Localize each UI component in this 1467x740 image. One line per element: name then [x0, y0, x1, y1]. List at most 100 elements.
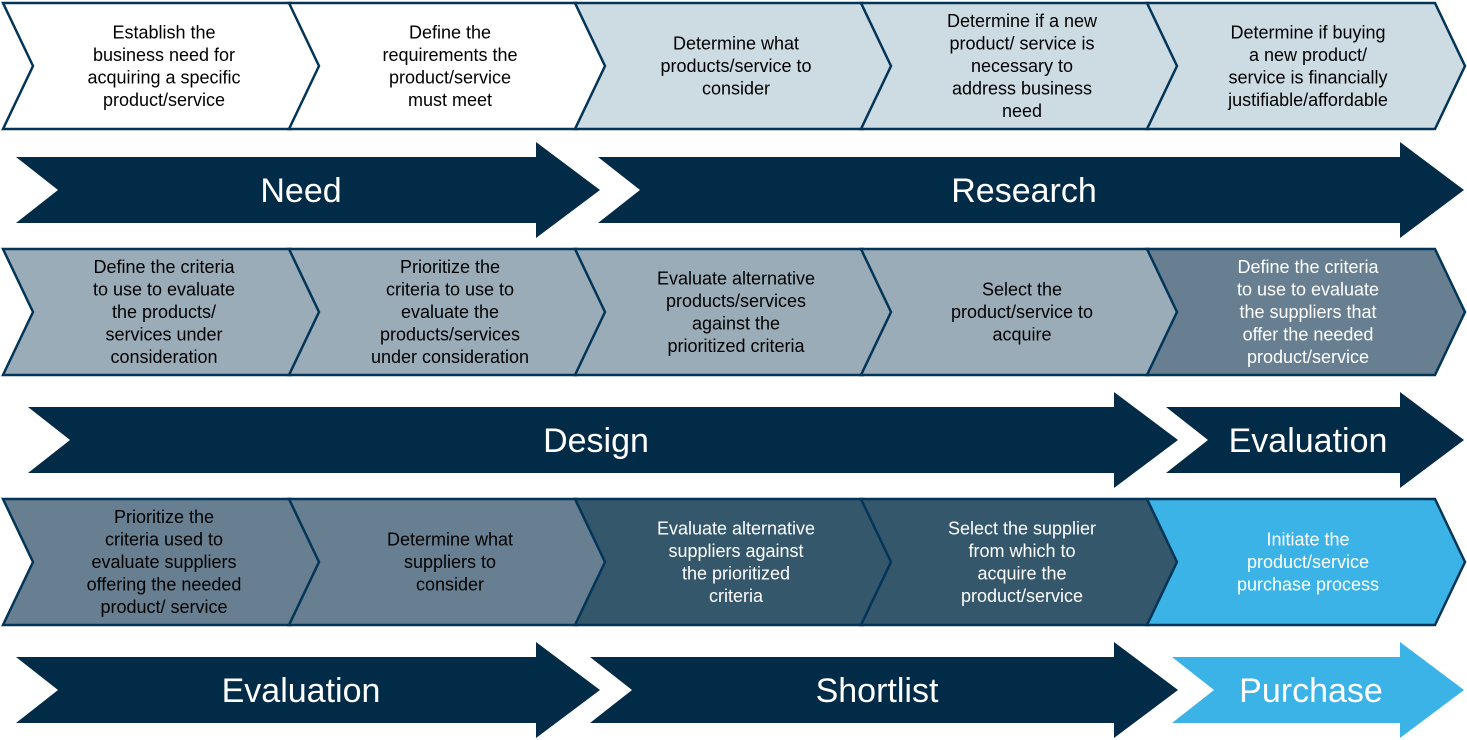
- phase-label: Evaluation: [1229, 422, 1388, 460]
- step-label-line: prioritized criteria: [667, 336, 805, 356]
- process-row-3: Evaluation Shortlist Purchase Prioritize th…: [1, 497, 1467, 738]
- step-label-line: product/service: [961, 586, 1083, 606]
- step-label-line: to use to evaluate: [1237, 280, 1379, 300]
- step-label-line: acquire: [992, 325, 1051, 345]
- step-label-line: products/service to: [660, 56, 811, 76]
- process-row-2: Design Evaluation Define the criteria to us…: [1, 247, 1467, 488]
- step-label-line: a new product/: [1249, 45, 1367, 65]
- step-label-line: justifiable/affordable: [1227, 90, 1388, 110]
- phase-arrow-shape: [1166, 392, 1464, 488]
- step-label-line: requirements the: [382, 45, 517, 65]
- step-chevron-shape: [1145, 1, 1467, 131]
- step-label-line: the suppliers that: [1239, 302, 1376, 322]
- step-label-line: Determine if buying: [1230, 22, 1385, 42]
- phase-arrow-shape: [28, 392, 1178, 488]
- step-label-line: against the: [692, 313, 780, 333]
- step-label-line: Determine what: [673, 34, 799, 54]
- step-label-line: consideration: [110, 347, 217, 367]
- phase-arrow-evaluation: Evaluation: [1166, 392, 1464, 488]
- step-label-line: to use to evaluate: [93, 280, 235, 300]
- phase-label: Evaluation: [222, 672, 381, 710]
- step-label-line: purchase process: [1237, 575, 1379, 595]
- phase-arrow-shape: [16, 642, 600, 738]
- step-label-line: from which to: [968, 541, 1075, 561]
- phase-arrow-shape: [1172, 642, 1464, 738]
- step-label-line: consider: [702, 79, 770, 99]
- step-label-line: evaluate the: [401, 302, 499, 322]
- step-label-line: Determine what: [387, 530, 513, 550]
- step-label-line: product/ service is: [949, 34, 1094, 54]
- step-label-line: product/service: [389, 67, 511, 87]
- phase-arrow-research: Research: [598, 142, 1464, 238]
- phase-arrow-shape: [598, 142, 1464, 238]
- step-label-line: the products/: [112, 302, 216, 322]
- step-label-line: the prioritized: [682, 563, 790, 583]
- phase-arrow-shape: [590, 642, 1178, 738]
- step-chevron: Determine if buying a new product/service…: [1145, 1, 1467, 131]
- step-label-line: product/ service: [100, 597, 227, 617]
- step-label-line: service is financially: [1228, 67, 1387, 87]
- phase-arrow-shape: [16, 142, 600, 238]
- step-label-line: Initiate the: [1266, 530, 1349, 550]
- step-label-line: Prioritize the: [400, 257, 500, 277]
- phase-label: Purchase: [1239, 672, 1383, 710]
- phase-arrow-design: Design: [28, 392, 1178, 488]
- step-label-line: Prioritize the: [114, 507, 214, 527]
- phase-arrow-shortlist: Shortlist: [590, 642, 1178, 738]
- step-label-line: criteria: [709, 586, 764, 606]
- step-label-line: Select the: [982, 280, 1062, 300]
- step-label-line: Select the supplier: [948, 518, 1096, 538]
- phase-label: Shortlist: [816, 672, 939, 710]
- phase-arrow-evaluation: Evaluation: [16, 642, 600, 738]
- step-label-line: offering the needed: [87, 575, 242, 595]
- phase-arrow-purchase: Purchase: [1172, 642, 1464, 738]
- step-label-line: acquiring a specific: [87, 67, 240, 87]
- step-label-line: product/service: [1247, 552, 1369, 572]
- step-label-line: product/service: [103, 90, 225, 110]
- phase-label: Need: [260, 172, 341, 210]
- step-label-line: business need for: [93, 45, 235, 65]
- step-label-line: product/service to: [951, 302, 1093, 322]
- step-label-line: Define the criteria: [1237, 257, 1379, 277]
- step-chevron-shape: [1145, 247, 1467, 377]
- step-label-line: Define the criteria: [93, 257, 235, 277]
- step-label-line: products/services: [380, 325, 520, 345]
- step-label-line: product/service: [1247, 347, 1369, 367]
- step-label-line: criteria to use to: [386, 280, 514, 300]
- step-label-line: services under: [105, 325, 222, 345]
- step-label-line: Define the: [409, 22, 491, 42]
- step-label-line: acquire the: [977, 563, 1066, 583]
- phase-arrow-need: Need: [16, 142, 600, 238]
- step-label-line: Evaluate alternative: [657, 268, 815, 288]
- phase-label: Research: [951, 172, 1097, 210]
- step-label-line: Evaluate alternative: [657, 518, 815, 538]
- step-label-line: criteria used to: [105, 530, 223, 550]
- step-label-line: under consideration: [371, 347, 529, 367]
